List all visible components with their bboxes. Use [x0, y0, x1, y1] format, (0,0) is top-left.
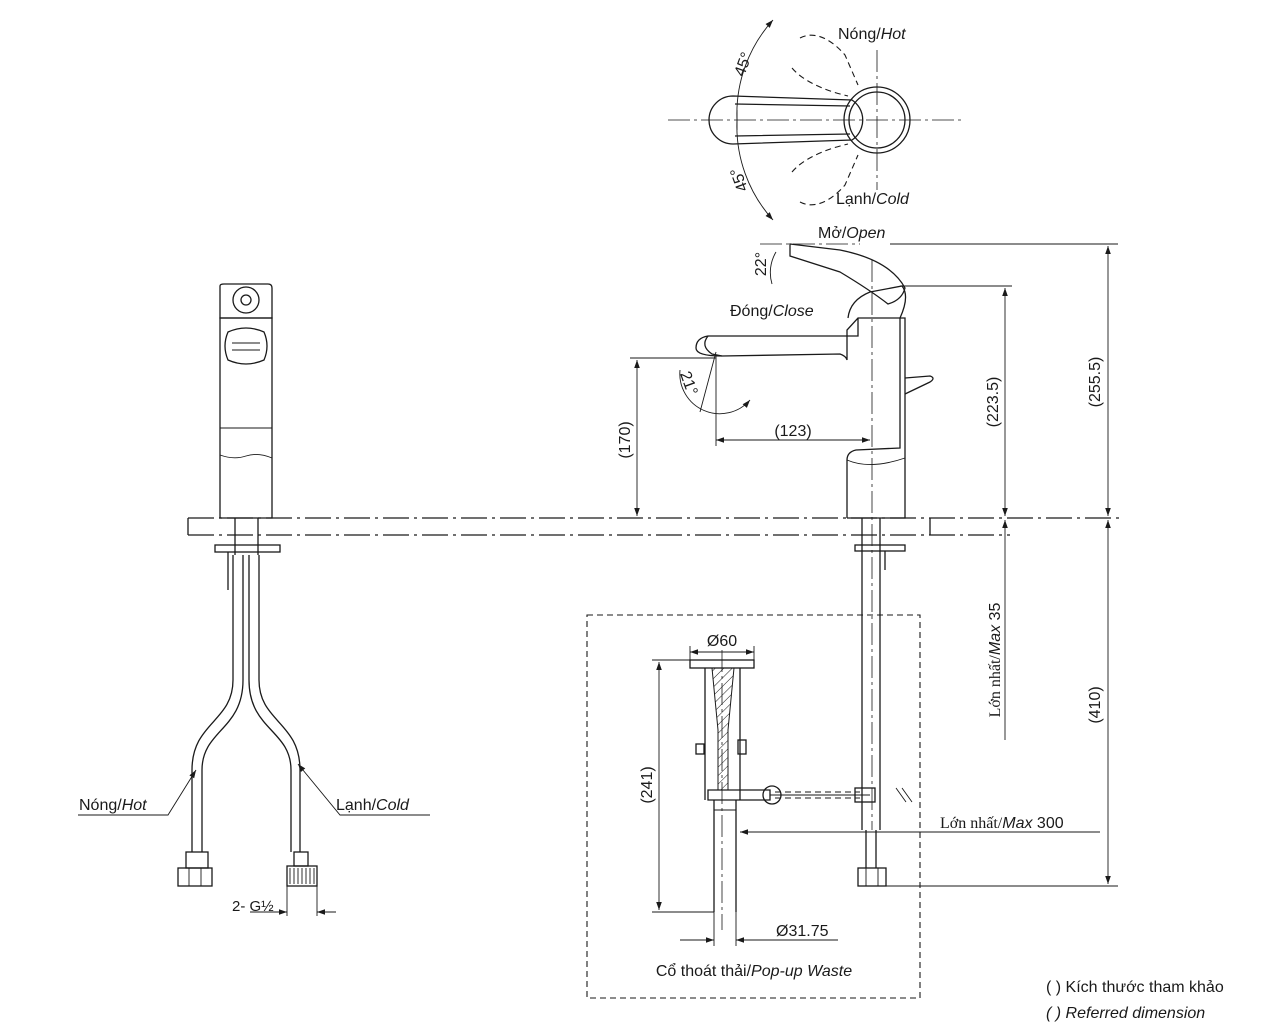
- close-label: Đóng/Close: [730, 303, 814, 320]
- open-label: Mở/Open: [818, 225, 886, 242]
- front-view: 2- G½ Nóng/Hot Lạnh/Cold: [78, 283, 430, 916]
- deck-lines: [187, 517, 1120, 536]
- max-rod-length-label: Lớn nhất/Max 300: [940, 815, 1064, 832]
- plan-hot-label: Nóng/Hot: [838, 26, 906, 43]
- max-deck-thickness-label: Lớn nhất/Max 35: [987, 603, 1004, 718]
- plan-cold-label: Lạnh/Cold: [836, 191, 910, 208]
- below-deck-dimension: (410): [1087, 686, 1104, 723]
- thread-size-label: 2- G½: [232, 898, 274, 915]
- waste-caption: Cổ thoát thải/Pop-up Waste: [656, 962, 852, 980]
- waste-bottom-diameter: Ø31.75: [776, 923, 829, 940]
- lever-angle-label: 22°: [753, 252, 770, 276]
- waste-top-diameter: Ø60: [707, 633, 737, 650]
- handle-plan-view: 45° 45° Nóng/Hot Lạnh/Cold: [668, 19, 962, 221]
- front-hot-label: Nóng/Hot: [79, 797, 147, 814]
- waste-height-dimension: (241): [639, 766, 656, 803]
- reach-dimension: (123): [774, 423, 811, 440]
- angle-cold-label: 45°: [728, 165, 752, 194]
- front-cold-label: Lạnh/Cold: [336, 797, 410, 814]
- side-view: 21° 22° Mở/Open Đóng/Close (123) (170) (…: [617, 225, 1118, 887]
- spout-height-dimension: (170): [617, 421, 634, 458]
- popup-waste-detail: Ø60 (241) Ø31.75 Cổ thoát thải/Pop-up Wa…: [586, 614, 921, 999]
- angle-hot-label: 45°: [732, 50, 756, 79]
- lever-height-dimension: (223.5): [985, 377, 1002, 428]
- legend: ( ) Kích thước tham khảo ( ) Referred di…: [1046, 979, 1224, 1022]
- spout-angle-label: 21°: [676, 369, 700, 398]
- legend-line-2: ( ) Referred dimension: [1046, 1005, 1205, 1022]
- total-height-dimension: (255.5): [1087, 357, 1104, 408]
- legend-line-1: ( ) Kích thước tham khảo: [1046, 979, 1224, 996]
